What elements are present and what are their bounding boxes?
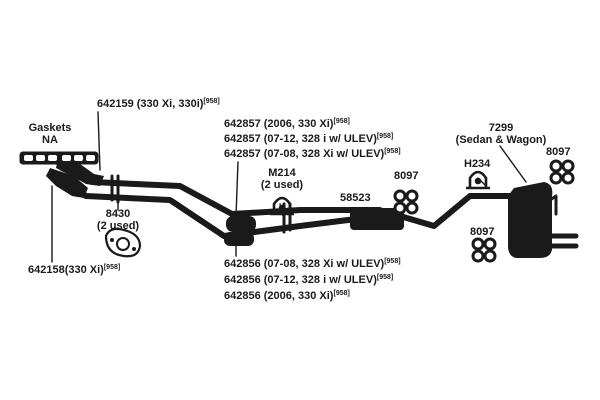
leader-642857 xyxy=(235,161,239,217)
leader-642159 xyxy=(97,111,101,171)
clamp-m214 xyxy=(270,196,294,216)
label-642158: 642158(330 Xi)[958] xyxy=(28,264,121,276)
hanger-8097-lower xyxy=(471,237,497,263)
label-642856-0708: 642856 (07-08, 328 Xi w/ ULEV)[958] xyxy=(224,258,401,270)
label-8097-lower: 8097 xyxy=(470,226,495,238)
label-7299: 7299 (Sedan & Wagon) xyxy=(455,122,547,146)
catalytic-converter-lower xyxy=(224,232,254,246)
hanger-8097-right xyxy=(549,159,575,185)
rear-pipe xyxy=(397,193,523,229)
label-642857-0708: 642857 (07-08, 328 Xi w/ ULEV)[958] xyxy=(224,148,401,160)
leader-7299 xyxy=(499,145,527,183)
label-642857-0712: 642857 (07-12, 328 i w/ ULEV)[958] xyxy=(224,133,394,145)
label-642856-0712: 642856 (07-12, 328 i w/ ULEV)[958] xyxy=(224,274,394,286)
label-642856-2006: 642856 (2006, 330 Xi)[958] xyxy=(224,290,350,302)
resonator-58523 xyxy=(350,208,404,230)
label-58523: 58523 xyxy=(340,192,371,204)
label-m214: M214 (2 used) xyxy=(260,167,304,191)
label-8430: 8430 (2 used) xyxy=(96,208,140,232)
muffler-7299 xyxy=(508,182,553,258)
gasket-8430 xyxy=(104,227,142,258)
manifold-rear xyxy=(56,158,104,186)
label-h234: H234 xyxy=(464,158,491,170)
label-8097-right: 8097 xyxy=(546,146,571,158)
label-642159: 642159 (330 Xi, 330i)[958] xyxy=(97,98,220,110)
label-8097-left: 8097 xyxy=(394,170,419,182)
clamp-h234 xyxy=(466,170,490,190)
label-gaskets: Gaskets NA xyxy=(28,122,72,146)
manifold-front xyxy=(46,168,88,198)
hanger-8097-left xyxy=(393,189,419,215)
catalytic-converter-upper xyxy=(226,216,256,232)
label-642857-2006: 642857 (2006, 330 Xi)[958] xyxy=(224,118,350,130)
